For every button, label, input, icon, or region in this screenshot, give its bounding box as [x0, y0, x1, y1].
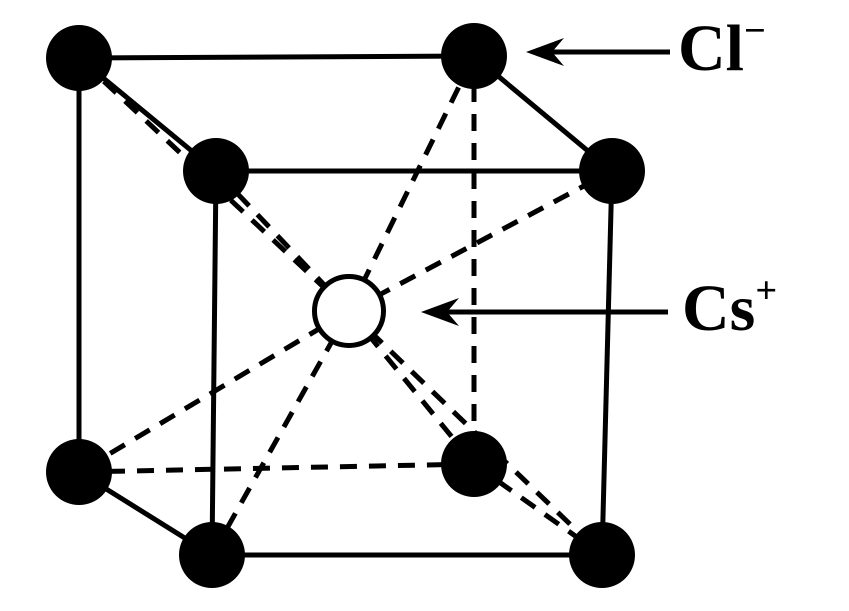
- chloride-ion-back-top-left: [46, 25, 112, 91]
- chloride-ion-back-bottom-right: [441, 431, 507, 497]
- chloride-ion-back-bottom-left: [46, 439, 112, 505]
- chloride-symbol: Cl: [678, 12, 744, 85]
- center-bond-back-top-right: [346, 54, 477, 313]
- cation-arrowhead: [421, 298, 459, 326]
- chloride-charge: −: [744, 10, 766, 53]
- cube-hidden-edge-back-bottom-left--back-bottom-right: [78, 461, 475, 475]
- cesium-charge: +: [755, 270, 778, 313]
- chloride-ion-front-bottom-left: [179, 522, 245, 588]
- chloride-ion-label: Cl−: [678, 12, 766, 82]
- cube-edge-front-top-left--front-bottom-left: [209, 170, 219, 556]
- chloride-ion-front-top-left: [183, 138, 249, 204]
- cesium-symbol: Cs: [682, 272, 756, 345]
- chloride-ion-front-top-right: [579, 138, 645, 204]
- chloride-ion-back-top-right: [441, 23, 507, 89]
- chloride-ion-front-bottom-right: [569, 522, 635, 588]
- center-bond-front-bottom-left: [209, 309, 352, 557]
- cube-edge-front-top-right--front-bottom-right: [599, 170, 615, 556]
- center-bond-back-bottom-left: [77, 308, 351, 475]
- cube-edge-back-top-left--back-top-right: [78, 53, 475, 61]
- anion-arrowhead: [526, 38, 564, 66]
- center-bond-front-top-right: [347, 168, 614, 314]
- cesium-ion-center: [312, 274, 386, 348]
- cesium-ion-label: Cs+: [682, 272, 777, 342]
